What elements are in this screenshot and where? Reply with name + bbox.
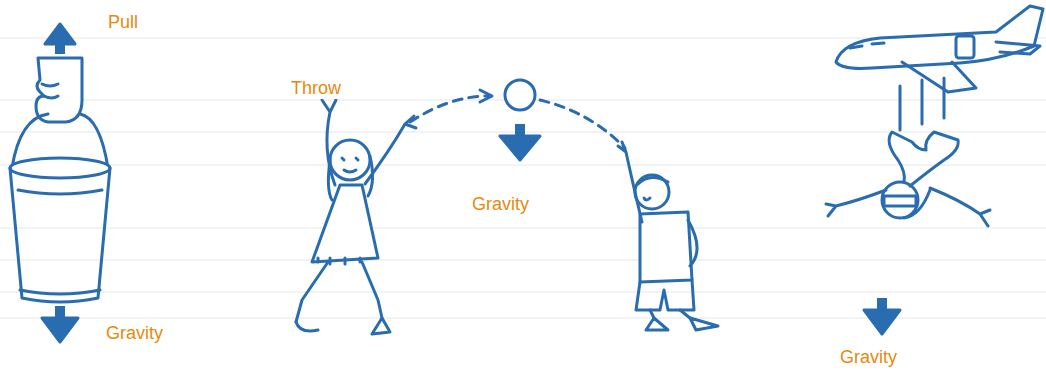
ruled-lines-part [0,165,1046,166]
throw-figure-part [296,318,390,334]
throw-figure-part [644,198,650,200]
skydive-figure [826,6,1043,334]
bucket-figure-part [42,318,78,342]
throw-figure-part [688,220,697,266]
skydive-figure-part [850,43,884,48]
force-label: Gravity [470,193,531,215]
bucket-figure-part [10,168,110,302]
skydive-figure-part [956,36,974,58]
skydive-figure-part [930,188,990,226]
throw-figure-part [500,136,540,160]
skydive-figure-part [899,86,902,130]
bucket-figure-part [18,190,102,194]
bucket-figure-part [42,84,58,98]
force-label: Throw [289,77,343,99]
ruled-lines-part [0,228,1046,229]
throw-figure-part [646,318,718,330]
skydive-figure-part [921,80,924,124]
bucket-figure-part [10,158,110,178]
bucket-figure-part [55,42,65,54]
bucket-figure-part [45,24,75,44]
ruled-lines [0,38,1046,318]
skydive-figure-part [902,62,976,92]
skydive-figure-part [864,310,900,334]
throw-figure-part [312,185,378,262]
skydive-figure-part [943,78,946,118]
skydive-figure-part [836,6,1043,68]
skydive-figure-part [904,190,930,218]
ruled-lines-part [0,260,1046,261]
throw-figure-part [410,96,488,122]
throw-figure-part [342,158,358,172]
throw-figure-part [322,100,336,185]
skydive-figure-part [826,190,886,216]
skydive-figure-part [884,196,916,206]
ruled-lines-part [0,292,1046,293]
force-label: Pull [106,11,140,33]
skydive-figure-part [882,182,918,218]
throw-figure-part [540,100,625,148]
throw-figure-part [505,80,535,110]
throw-figure-part [638,177,668,184]
throw-figure-part [318,258,360,264]
skydive-figure-part [889,132,958,186]
bucket-figure-part [36,58,82,122]
bucket-figure-part [20,290,100,294]
force-label: Gravity [104,322,165,344]
throw-figure-part [640,212,692,282]
throw-figure [296,80,718,334]
throw-figure-part [296,262,382,322]
skydive-figure-part [996,42,1040,54]
throw-figure-part [618,142,642,222]
bucket-figure [10,24,110,342]
force-label: Gravity [838,346,899,368]
throw-figure-part [365,116,416,184]
throw-figure-part [330,140,370,180]
throw-figure-part [636,280,694,310]
throw-figure-part [650,310,690,318]
throw-figure-part [635,175,669,209]
throw-figure-part [480,90,492,102]
